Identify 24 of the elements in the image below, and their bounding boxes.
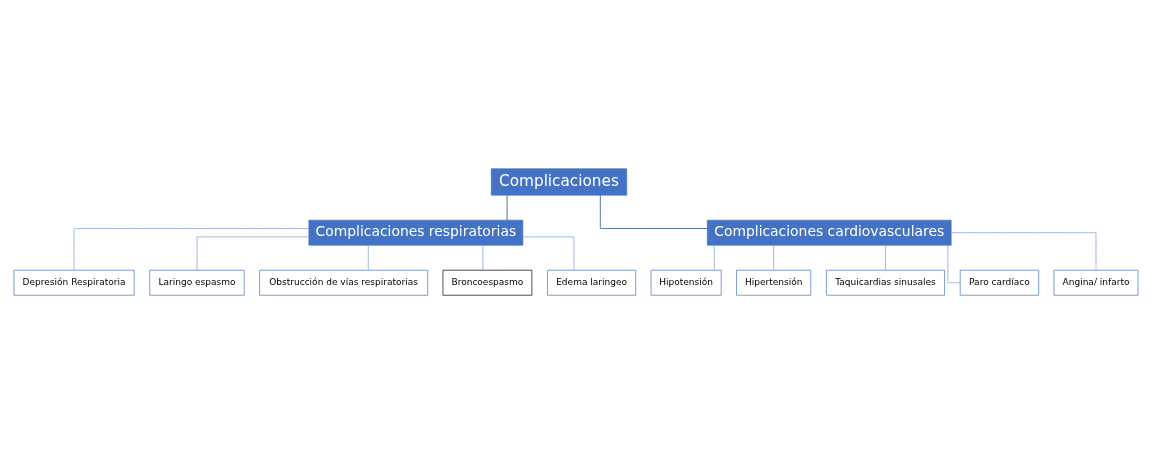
- connector: [773, 244, 775, 270]
- connector: [950, 231, 1097, 270]
- connector: [73, 227, 310, 271]
- connector: [196, 235, 310, 271]
- node-box: Hipotensión: [650, 269, 722, 296]
- connector: [713, 244, 715, 270]
- node-box: Complicaciones: [490, 167, 628, 196]
- connector: [599, 194, 708, 229]
- node-box: Paro cardíaco: [959, 269, 1040, 296]
- node-box: Laringo espasmo: [149, 269, 245, 296]
- node-box: Hipertensión: [736, 269, 812, 296]
- node-box: Angina/ infarto: [1053, 269, 1139, 296]
- node-box: Obstrucción de vías respiratorias: [259, 269, 428, 296]
- node-box: Edema laringeo: [547, 269, 637, 296]
- connector: [367, 244, 369, 270]
- node-box: Complicaciones cardiovasculares: [706, 219, 952, 246]
- node-box: Depresión Respiratoria: [13, 269, 135, 296]
- node-box: Complicaciones respiratorias: [308, 219, 524, 246]
- connector: [522, 235, 575, 271]
- connector: [885, 244, 886, 270]
- node-box: Taquicardias sinusales: [826, 269, 945, 296]
- connector: [482, 244, 484, 270]
- node-box: Broncoespasmo: [442, 269, 533, 296]
- connector: [506, 194, 508, 220]
